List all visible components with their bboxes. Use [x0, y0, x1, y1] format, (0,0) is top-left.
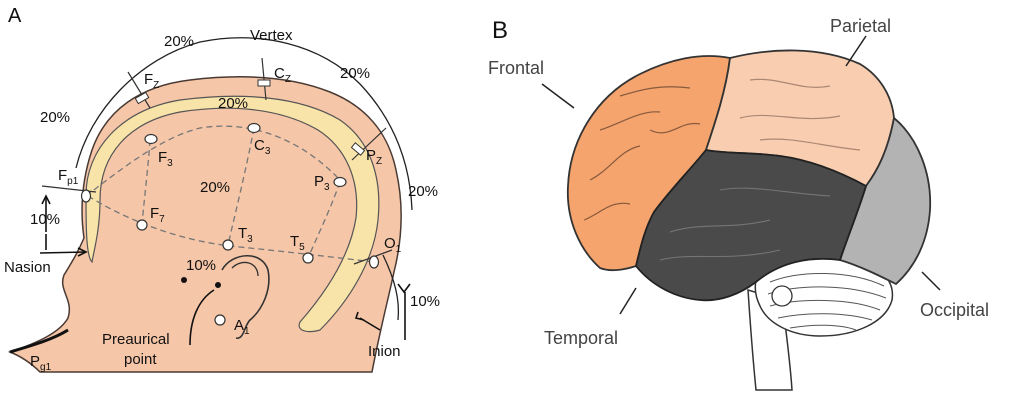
- percent-right: 20%: [408, 183, 438, 200]
- percent-ear: 10%: [186, 257, 216, 274]
- parietal-label: Parietal: [830, 16, 891, 36]
- percent-center-middle: 20%: [200, 179, 230, 196]
- temporal-label: Temporal: [544, 328, 618, 348]
- occipital-label: Occipital: [920, 300, 989, 320]
- inion-label: Inion: [368, 343, 401, 360]
- percent-left-lower: 10%: [30, 211, 60, 228]
- preauricular-label-line1: Preaurical: [102, 331, 170, 348]
- preauricular-label-line2: point: [124, 351, 157, 368]
- frontal-label: Frontal: [488, 58, 544, 78]
- panel-b: B: [488, 16, 989, 390]
- electrode-fp1-label: Fp1: [58, 167, 79, 187]
- panel-a: A: [4, 5, 440, 373]
- percent-bottom-right: 10%: [410, 293, 440, 310]
- nasion-label: Nasion: [4, 259, 51, 276]
- vertex-label: Vertex: [250, 27, 293, 44]
- percent-top-right: 20%: [340, 65, 370, 82]
- electrode-fz-label: FZ: [144, 71, 159, 91]
- percent-upper-left: 20%: [40, 109, 70, 126]
- panel-a-letter: A: [8, 5, 22, 27]
- percent-top-left: 20%: [164, 33, 194, 50]
- panel-b-letter: B: [492, 17, 508, 44]
- percent-center-upper: 20%: [218, 95, 248, 112]
